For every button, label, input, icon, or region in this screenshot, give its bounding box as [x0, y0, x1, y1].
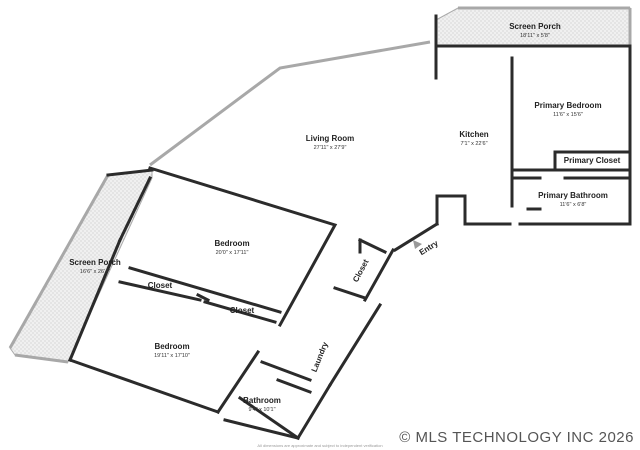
window-walls [8, 6, 632, 364]
primary-bedroom-dims: 11'6" x 15'6" [553, 112, 583, 118]
disclaimer-text: All dimensions are approximate and subje… [257, 443, 383, 448]
closet-right-label: Closet [230, 306, 255, 315]
closet-center-label: Closet [351, 258, 371, 284]
kitchen-dims: 7'1" x 22'6" [460, 141, 487, 147]
bedroom-2-label: Bedroom [154, 342, 189, 351]
kitchen-label: Kitchen [459, 130, 488, 139]
primary-bathroom-label: Primary Bathroom [538, 191, 608, 200]
living-room-label: Living Room [306, 134, 354, 143]
primary-closet-label: Primary Closet [564, 156, 621, 165]
screen-porch-left-label: Screen Porch [69, 258, 121, 267]
closet-left-label: Closet [148, 281, 173, 290]
bathroom-label: Bathroom [243, 396, 281, 405]
laundry-label: Laundry [310, 340, 330, 373]
entry-label: Entry [418, 238, 441, 257]
primary-bathroom-dims: 11'6" x 6'8" [560, 202, 587, 208]
primary-bedroom-label: Primary Bedroom [534, 101, 601, 110]
living-room-dims: 27'11" x 27'9" [314, 145, 347, 151]
screen-porch-top-dims: 18'11" x 5'8" [520, 33, 550, 39]
screen-porch-top-label: Screen Porch [509, 22, 561, 31]
bedroom-1-label: Bedroom [214, 239, 249, 248]
screen-porch-left-dims: 16'6" x 26'4" [80, 269, 110, 275]
bedroom-2-dims: 19'11" x 17'10" [154, 353, 190, 359]
bathroom-dims: 9'4" x 10'1" [248, 407, 275, 413]
walls [68, 14, 632, 441]
entry-arrow-icon [413, 240, 422, 249]
bedroom-1-dims: 20'0" x 17'11" [216, 250, 249, 256]
watermark: © MLS TECHNOLOGY INC 2026 [399, 429, 634, 446]
